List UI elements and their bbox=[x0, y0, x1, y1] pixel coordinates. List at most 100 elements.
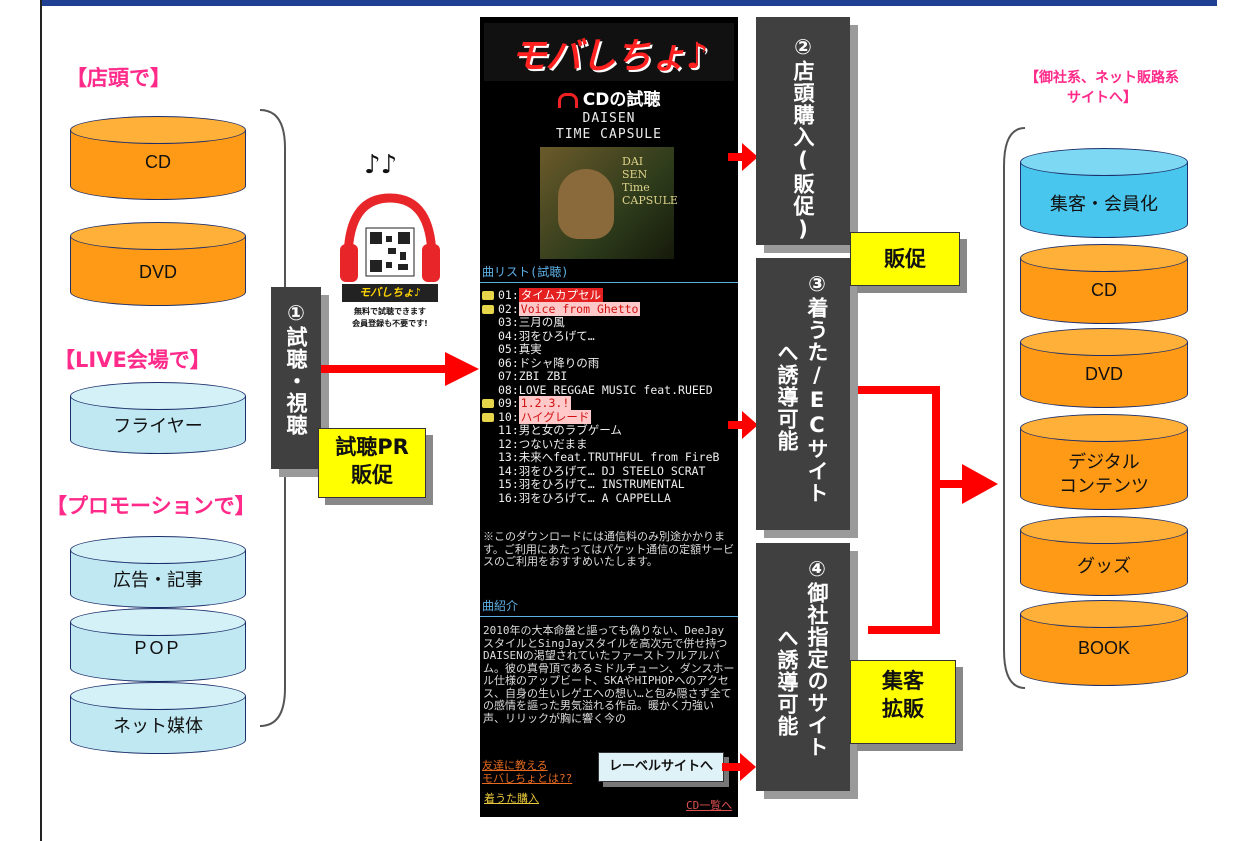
track-row[interactable]: 03:三月の風 bbox=[480, 315, 738, 330]
cylinder-right-dvd: DVD bbox=[1020, 328, 1188, 408]
phone-logo: モバしちょ♪ bbox=[484, 23, 734, 81]
cylinder-label: 集客・会員化 bbox=[1050, 194, 1158, 214]
track-row[interactable]: 09:1.2.3.! bbox=[480, 396, 738, 411]
track-row[interactable]: 15:羽をひろげて… INSTRUMENTAL bbox=[480, 477, 738, 492]
track-number: 08: bbox=[498, 382, 519, 397]
track-number: 16: bbox=[498, 490, 519, 505]
speaker-icon bbox=[482, 412, 494, 422]
track-title: 羽をひろげて… INSTRUMENTAL bbox=[518, 477, 685, 491]
arrow-to-phone bbox=[321, 352, 479, 386]
step-4-text-b: へ誘導可能 bbox=[775, 627, 799, 737]
album-cover-face bbox=[558, 169, 614, 239]
cylinder-digital: デジタル コンテンツ bbox=[1020, 414, 1188, 510]
speaker-icon bbox=[482, 399, 494, 408]
connector-arrows bbox=[858, 386, 998, 634]
cylinder-label: DVD bbox=[138, 262, 177, 282]
speaker-icon bbox=[482, 304, 494, 314]
track-row[interactable]: 14:羽をひろげて… DJ STEELO SCRAT bbox=[480, 463, 738, 479]
cylinder-label: POP bbox=[134, 638, 182, 658]
arrow-to-step3 bbox=[728, 411, 758, 439]
listen-line2: 会員登録も不要です! bbox=[352, 319, 428, 328]
track-number: 12: bbox=[498, 436, 519, 451]
badge-acquisition: 集客 拡販 bbox=[850, 660, 956, 744]
track-number: 09: bbox=[498, 396, 519, 410]
track-row[interactable]: 07:ZBI ZBI bbox=[480, 369, 738, 384]
track-row[interactable]: 06:ドシャ降りの雨 bbox=[480, 355, 738, 371]
step-2-box: ②店頭購入(販促) bbox=[756, 17, 850, 245]
cylinder-pop: POP bbox=[70, 608, 246, 682]
listen-logo: モバしちょ♪ bbox=[342, 284, 438, 302]
cylinder-label: 広告・記事 bbox=[113, 570, 203, 590]
track-title: 三月の風 bbox=[518, 315, 565, 329]
track-row[interactable]: 12:つないだまま bbox=[480, 436, 738, 452]
step-3-text-b: へ誘導可能 bbox=[775, 342, 799, 452]
cylinder-label: BOOK bbox=[1077, 638, 1130, 658]
track-row[interactable]: 10:ハイグレード bbox=[480, 409, 738, 425]
track-number: 10: bbox=[498, 409, 519, 424]
track-number: 14: bbox=[498, 463, 519, 478]
phone-section-title: CDの試聴 bbox=[480, 85, 738, 110]
cylinder-flyer: フライヤー bbox=[70, 382, 246, 454]
cylinder-label: ネット媒体 bbox=[113, 716, 203, 736]
track-title: 羽をひろげて… DJ STEELO SCRAT bbox=[518, 463, 706, 478]
track-number: 11: bbox=[498, 423, 519, 437]
link-chakuuta[interactable]: 着うた購入 bbox=[484, 792, 539, 805]
step-1-text: ①試聴・視聴 bbox=[284, 301, 308, 436]
phone-artist: DAISEN bbox=[582, 111, 636, 126]
intro-header: 曲紹介 bbox=[480, 595, 738, 617]
link-tell-friend[interactable]: 友達に教える bbox=[482, 759, 548, 772]
cylinder-label: DVD bbox=[1084, 364, 1123, 384]
track-row[interactable]: 16:羽をひろげて… A CAPPELLA bbox=[480, 490, 738, 506]
header-promotion: 【プロモーションで】 bbox=[46, 494, 256, 518]
track-number: 13: bbox=[498, 450, 519, 464]
cylinder-label: フライヤー bbox=[113, 416, 203, 436]
track-title: 羽をひろげて… bbox=[518, 328, 595, 343]
link-what-is[interactable]: モバしちょとは?? bbox=[482, 772, 573, 785]
speaker-icon bbox=[482, 291, 494, 300]
cylinder-label: デジタル コンテンツ bbox=[1020, 450, 1188, 498]
link-cd-list[interactable]: CD一覧へ bbox=[686, 799, 733, 812]
track-number: 03: bbox=[498, 315, 519, 329]
track-title: Voice from Ghetto bbox=[518, 301, 641, 316]
left-border bbox=[40, 0, 42, 841]
music-notes: ♪♪ bbox=[364, 150, 398, 180]
track-title: 羽をひろげて… A CAPPELLA bbox=[518, 490, 671, 505]
badge-sales: 販促 bbox=[850, 232, 960, 286]
track-row[interactable]: 05:真実 bbox=[480, 342, 738, 357]
top-rule bbox=[42, 0, 1217, 6]
listen-label: LISTEN bbox=[376, 204, 404, 212]
track-title: ZBI ZBI bbox=[518, 369, 568, 383]
track-title: つないだまま bbox=[518, 436, 588, 451]
badge-acq-line1: 集客 bbox=[882, 669, 924, 693]
track-row[interactable]: 01:タイムカプセル bbox=[480, 288, 738, 303]
phone-notice: ※このダウンロードには通信料のみ別途かかります。ご利用にあたってはパケット通信の… bbox=[483, 530, 735, 568]
step-1-box: ①試聴・視聴 bbox=[271, 287, 321, 469]
cylinder-acquisition: 集客・会員化 bbox=[1020, 148, 1188, 238]
track-row[interactable]: 11:男と女のラブゲーム bbox=[480, 423, 738, 438]
track-row[interactable]: 04:羽をひろげて… bbox=[480, 328, 738, 344]
header-right-line2: サイトへ】 bbox=[1067, 90, 1137, 106]
badge-acq-line2: 拡販 bbox=[882, 697, 924, 721]
badge-pr-line2: 販促 bbox=[351, 463, 393, 487]
arrow-to-step4 bbox=[722, 753, 756, 781]
cylinder-label: CD bbox=[1091, 280, 1117, 300]
track-title: ハイグレード bbox=[518, 409, 592, 424]
album-cover: DAI SEN Time CAPSULE bbox=[540, 147, 678, 259]
track-number: 02: bbox=[498, 301, 519, 316]
track-number: 06: bbox=[498, 355, 519, 370]
label-site-button[interactable]: レーベルサイトへ bbox=[598, 752, 724, 782]
step-4-text-a: ④御社指定のサイト bbox=[805, 557, 829, 758]
track-number: 04: bbox=[498, 328, 519, 343]
headphone-icon bbox=[340, 193, 440, 282]
track-row[interactable]: 13:未来へfeat.TRUTHFUL from FireB bbox=[480, 450, 738, 465]
cylinder-net-media: ネット媒体 bbox=[70, 682, 246, 754]
header-live: 【LIVE会場で】 bbox=[54, 348, 211, 372]
track-row[interactable]: 08:LOVE REGGAE MUSIC feat.RUEED bbox=[480, 382, 738, 398]
cylinder-cd: CD bbox=[70, 116, 246, 200]
phone-album: TIME CAPSULE bbox=[556, 127, 662, 142]
track-title: タイムカプセル bbox=[518, 288, 604, 302]
header-right: 【御社系、ネット販路系 サイトへ】 bbox=[992, 68, 1212, 108]
track-row[interactable]: 02:Voice from Ghetto bbox=[480, 301, 738, 317]
phone-section-title-text: CDの試聴 bbox=[582, 90, 661, 110]
